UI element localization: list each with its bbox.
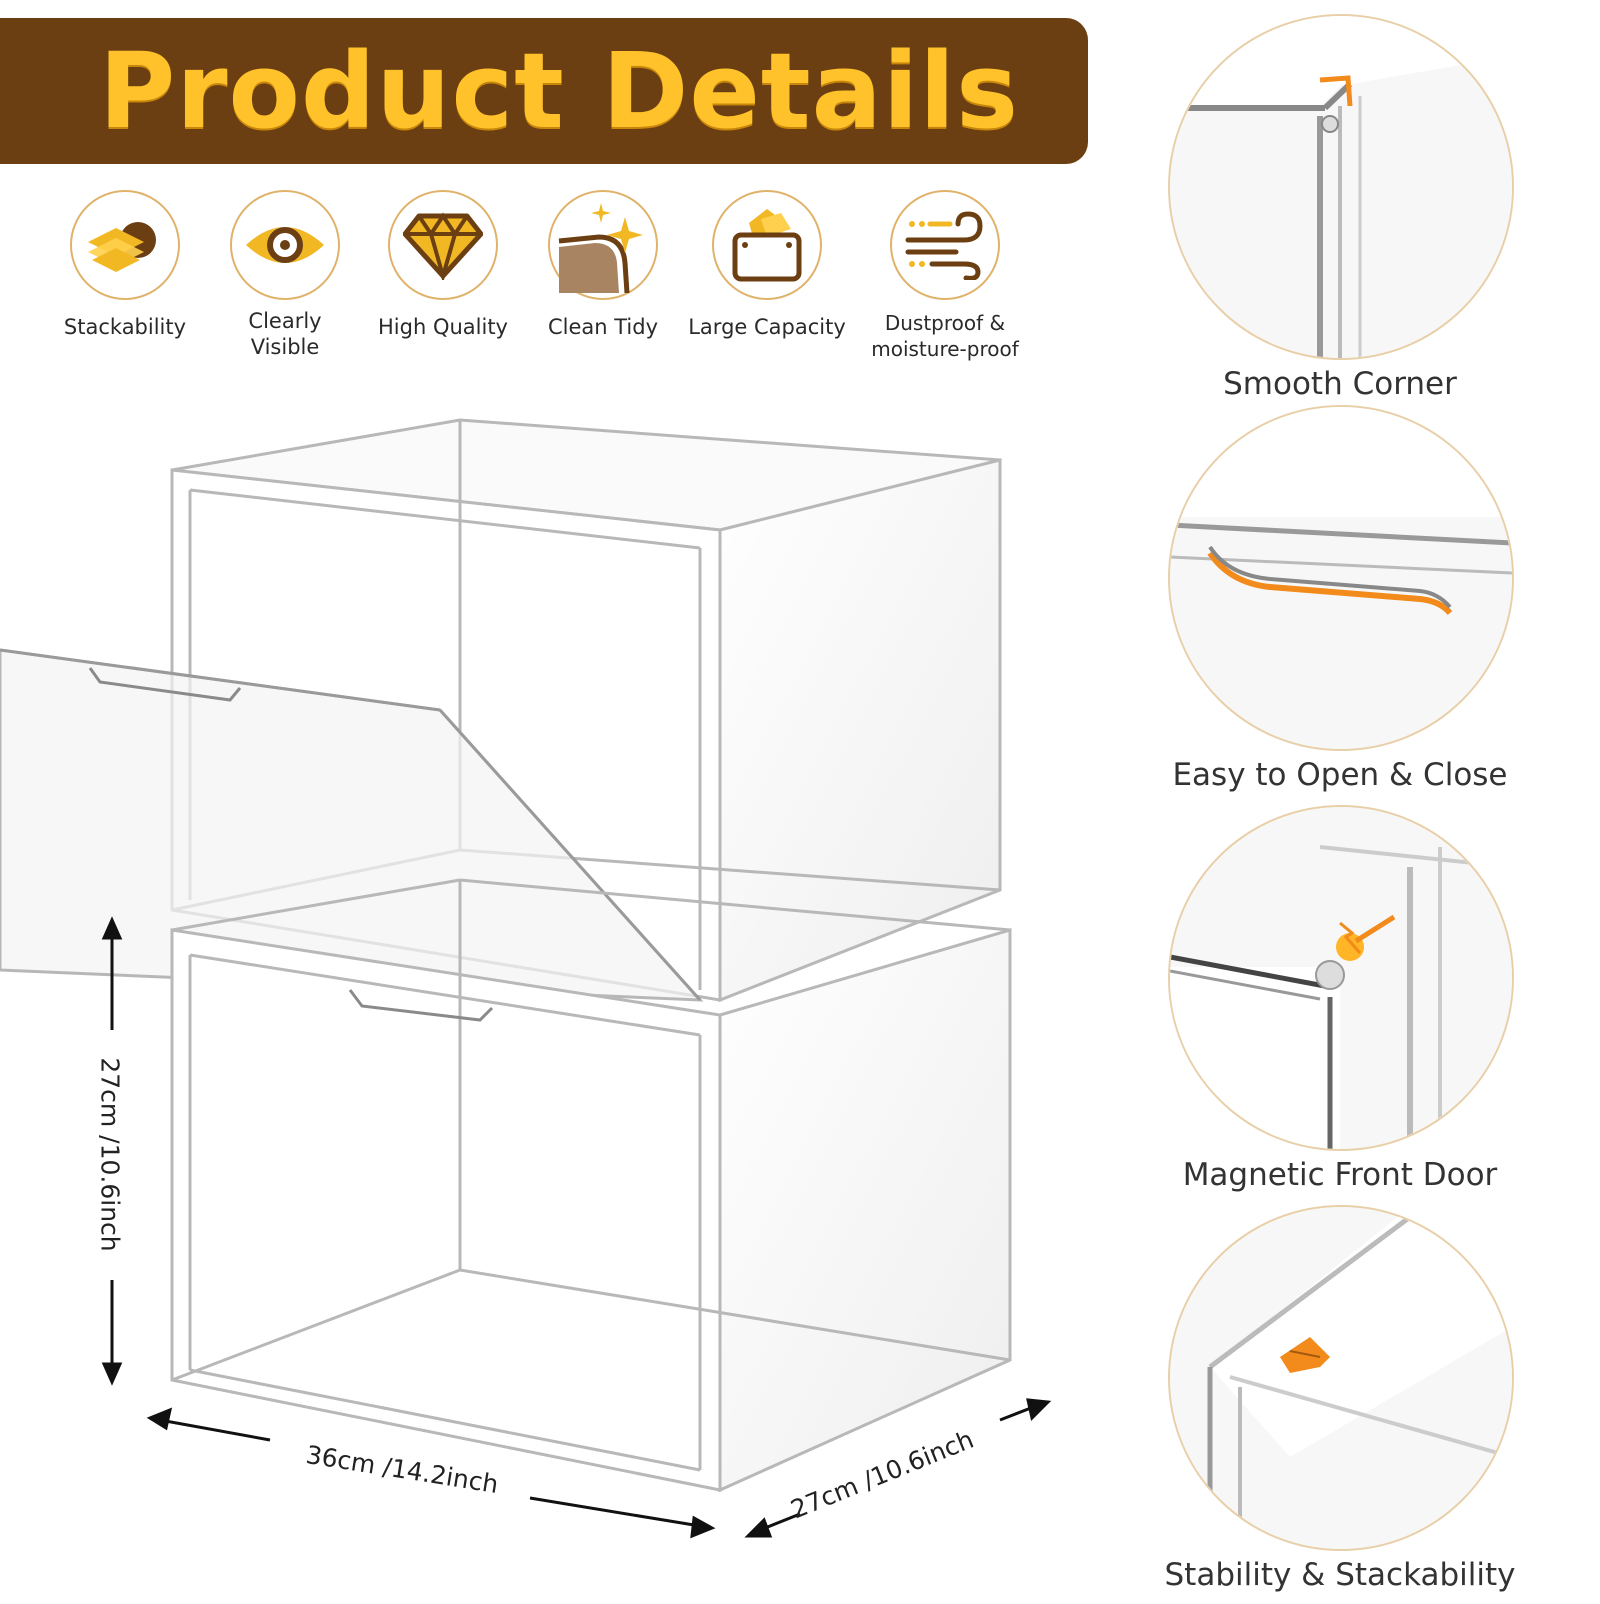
wind-icon — [890, 190, 1000, 300]
feature-label: Stackability — [63, 315, 187, 339]
dimension-arrows — [101, 916, 1052, 1539]
feature-label: Clean Tidy — [547, 315, 659, 339]
detail-easy-open: Easy to Open & Close — [1168, 405, 1514, 793]
detail-stability: Stability & Stackability — [1164, 1205, 1516, 1593]
detail-zoom-image — [1168, 14, 1514, 360]
detail-caption: Smooth Corner — [1223, 366, 1457, 402]
product-illustration: 27cm /10.6inch 36cm /14.2inch 27cm /10.6… — [0, 410, 1080, 1600]
feature-quality: High Quality — [358, 190, 528, 340]
feature-stackability: Stackability — [40, 190, 210, 340]
eye-icon — [230, 190, 340, 300]
box-capacity-icon — [712, 190, 822, 300]
stack-layers-icon — [70, 190, 180, 300]
stacked-boxes-image — [0, 418, 1052, 1539]
height-dimension: 27cm /10.6inch — [95, 1057, 125, 1252]
feature-list: Stackability Clearly Visible High Qualit… — [40, 190, 1100, 370]
feature-clean: Clean Tidy — [518, 190, 688, 340]
feature-dustproof: Dustproof & moisture-proof — [860, 190, 1030, 362]
diamond-icon — [388, 190, 498, 300]
detail-caption: Easy to Open & Close — [1172, 757, 1508, 793]
detail-caption: Magnetic Front Door — [1182, 1157, 1498, 1193]
feature-label: High Quality — [378, 315, 508, 339]
detail-magnetic-door: Magnetic Front Door — [1168, 805, 1514, 1193]
detail-smooth-corner: Smooth Corner — [1168, 14, 1514, 402]
lower-box — [170, 878, 1012, 1493]
feature-label: Dustproof & moisture-proof — [871, 311, 1019, 361]
open-door — [0, 648, 704, 1002]
feature-label: Clearly Visible — [248, 309, 322, 359]
detail-zoom-image — [1168, 1205, 1514, 1551]
detail-caption: Stability & Stackability — [1164, 1557, 1516, 1593]
title-banner — [0, 18, 1088, 164]
detail-zoom-image — [1168, 805, 1514, 1151]
feature-capacity: Large Capacity — [682, 190, 852, 340]
feature-visible: Clearly Visible — [200, 190, 370, 360]
sparkle-icon — [548, 190, 658, 300]
page-title: Product Details — [99, 30, 1019, 152]
detail-zoom-image — [1168, 405, 1514, 751]
feature-label: Large Capacity — [688, 315, 846, 339]
